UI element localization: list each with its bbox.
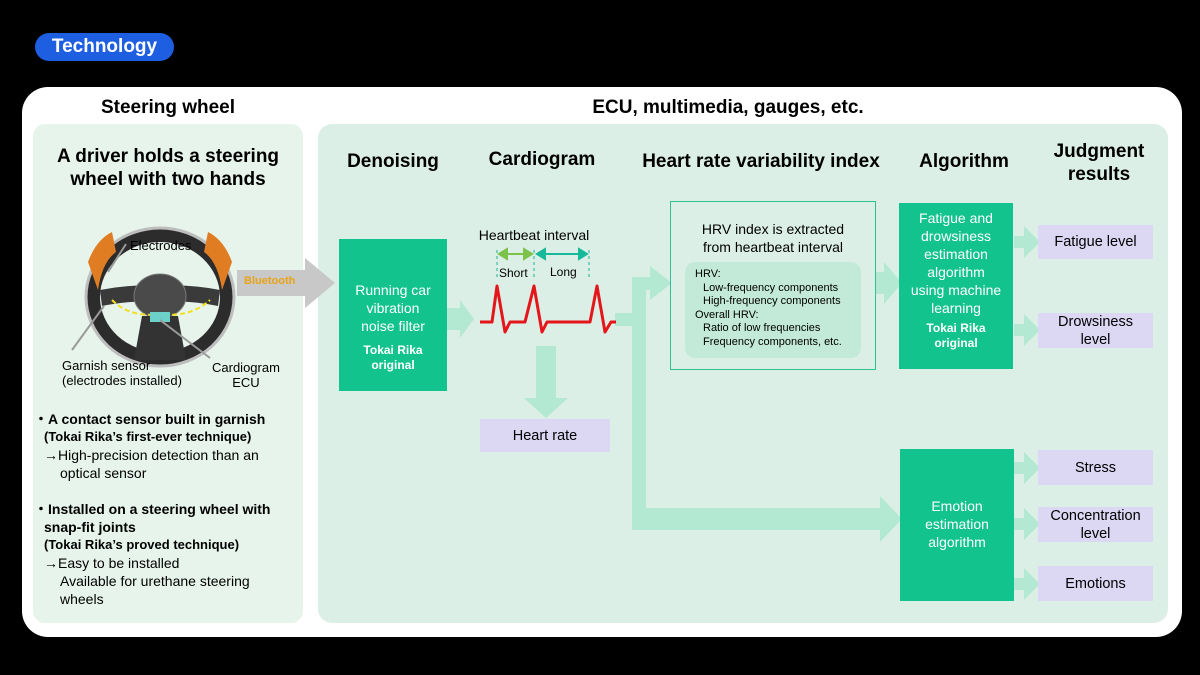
denoising-header: Denoising (347, 151, 439, 172)
bullet-snap-fit: ・Installed on a steering wheel with snap… (34, 501, 271, 607)
interval-markers (496, 250, 590, 280)
emotions-result: Emotions (1038, 566, 1153, 601)
fatigue-level-result: Fatigue level (1038, 225, 1153, 259)
heartbeat-interval-label: Heartbeat interval (478, 227, 590, 243)
electrodes-label: Electrodes (130, 238, 192, 253)
technology-badge: Technology (35, 33, 174, 61)
long-label: Long (550, 265, 577, 279)
short-label: Short (499, 266, 528, 280)
emotion-algorithm-box: Emotion estimation algorithm (900, 449, 1014, 601)
steering-wheel-icon (71, 226, 236, 368)
flow-arrows (447, 226, 1040, 600)
bluetooth-label: Bluetooth (244, 275, 296, 287)
hrv-header: Heart rate variability index (642, 151, 880, 172)
fatigue-algorithm-box: Fatigue and drowsiness estimation algori… (899, 203, 1013, 369)
hrv-components-list: HRV: Low-frequency components High-frequ… (685, 262, 861, 358)
bluetooth-arrow (237, 258, 335, 308)
cardiogram-header: Cardiogram (488, 149, 596, 170)
stress-result: Stress (1038, 450, 1153, 485)
ecg-waveform (480, 284, 616, 334)
ecu-header: ECU, multimedia, gauges, etc. (592, 97, 864, 118)
algorithm-header: Algorithm (919, 151, 1009, 172)
noise-filter-box: Running car vibration noise filter Tokai… (339, 239, 447, 391)
heart-rate-box: Heart rate (480, 419, 610, 452)
short-arrow (497, 247, 534, 261)
bullet-contact-sensor: ・A contact sensor built in garnish (Toka… (34, 411, 266, 481)
steering-wheel-section (33, 124, 303, 623)
long-arrow (535, 247, 589, 261)
hrv-box: HRV index is extracted from heartbeat in… (670, 201, 876, 370)
garnish-sensor-label: Garnish sensor(electrodes installed) (62, 358, 182, 388)
steering-wheel-header: Steering wheel (100, 97, 236, 118)
